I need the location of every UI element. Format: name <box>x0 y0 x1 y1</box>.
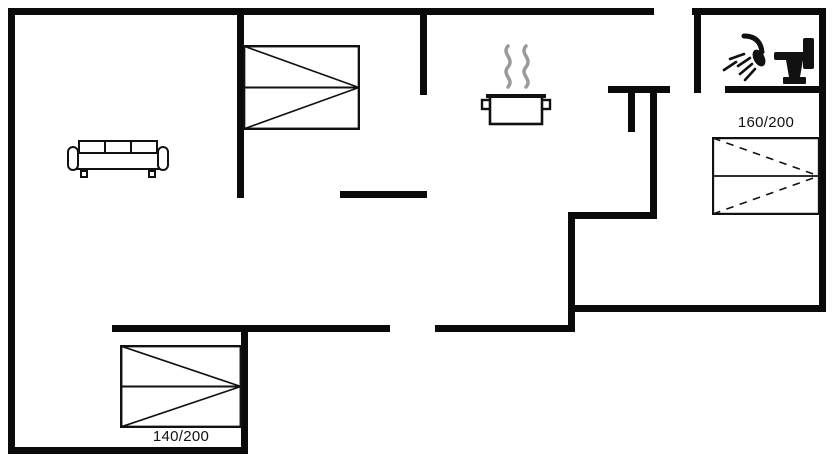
wall-top-left <box>8 8 654 15</box>
wall-top-right <box>692 8 826 15</box>
bed-top-icon <box>243 45 360 130</box>
wall-bedroom-bottom-right <box>241 325 248 452</box>
bed-140-icon <box>120 345 242 428</box>
toilet-icon <box>774 38 814 84</box>
wall-bottom-right <box>568 305 826 312</box>
bed-140-size-label: 140/200 <box>152 428 210 445</box>
wall-living-bottom <box>112 325 390 332</box>
sofa-icon <box>67 140 169 178</box>
wall-bedroom-top-left <box>237 8 244 198</box>
steam-icon <box>504 44 512 89</box>
wall-bottom-left <box>8 447 248 454</box>
wall-bathroom-bottom <box>725 86 826 93</box>
steam-icon <box>522 44 530 89</box>
cooking-pot-icon <box>480 44 552 126</box>
wall-kitchen-stub-v <box>628 86 635 132</box>
wall-kitchen-left <box>420 8 427 95</box>
shower-icon <box>722 33 766 82</box>
wall-step-v <box>568 212 575 332</box>
bed-160-size-label: 160/200 <box>737 114 795 131</box>
bed-160-icon <box>712 137 820 215</box>
wall-right <box>819 8 826 312</box>
wall-living-bottom-right <box>435 325 575 332</box>
wall-bedroom-right-left <box>650 86 657 219</box>
wall-bedroom-top-bottom <box>340 191 427 198</box>
wall-left <box>8 8 15 454</box>
wall-bathroom-left <box>694 8 701 93</box>
wall-step-h <box>568 212 657 219</box>
wall-hall-stub-h <box>608 86 670 93</box>
